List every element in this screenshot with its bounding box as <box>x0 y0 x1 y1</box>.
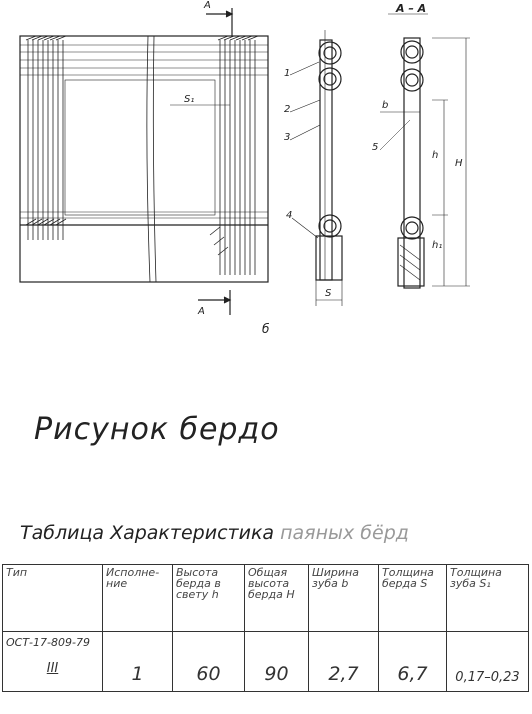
part-3: 3 <box>284 132 291 143</box>
section-mark-bottom: A <box>198 306 205 317</box>
cell-type-standard: ОСТ-17-809-79 <box>6 636 90 649</box>
view-label: б <box>262 322 270 336</box>
characteristics-table: Тип Исполне-ние Высота берда в свету h О… <box>2 564 529 692</box>
label-b: b <box>382 100 389 111</box>
col-header-reed-thickness: Толщина берда S <box>378 564 447 632</box>
right-binding <box>209 35 259 275</box>
label-s1: S₁ <box>184 94 195 105</box>
cell-type-version: III <box>46 661 59 676</box>
cell-tooth-width: 2,7 <box>308 631 379 692</box>
col-header-tooth-width: Ширина зуба b <box>308 564 379 632</box>
col-header-tooth-thickness: Толщина зуба S₁ <box>446 564 529 632</box>
part-4: 4 <box>286 210 293 221</box>
col-header-height-total: Общая высота берда H <box>244 564 309 632</box>
technical-drawing <box>19 8 470 315</box>
table-title: Таблица Характеристика паяных бёрд <box>20 522 409 544</box>
figure-caption: Рисунок бердо <box>34 412 280 447</box>
cell-tooth-thickness: 0,17–0,23 <box>446 631 529 692</box>
label-h: h <box>432 150 439 161</box>
section-mark-top: A <box>204 0 211 11</box>
col-header-execution: Исполне-ние <box>102 564 173 632</box>
col-header-height-clear: Высота берда в свету h <box>172 564 245 632</box>
cell-type: ОСТ-17-809-79 III <box>2 631 103 692</box>
table-row: ОСТ-17-809-79 III 1 60 90 2,7 6,7 0,17–0… <box>2 631 529 692</box>
cell-reed-thickness: 6,7 <box>378 631 447 692</box>
table-header-row: Тип Исполне-ние Высота берда в свету h О… <box>2 564 529 632</box>
col-header-type: Тип <box>2 564 103 632</box>
part-1: 1 <box>284 68 291 79</box>
table-title-main: Таблица Характеристика <box>20 522 275 544</box>
side-view <box>289 30 343 306</box>
left-binding <box>25 35 67 240</box>
section-a-a <box>379 13 470 289</box>
label-s: S <box>325 288 332 299</box>
table-title-faded: паяных бёрд <box>280 522 409 544</box>
reed-frame-outline <box>19 35 269 283</box>
section-title: A – A <box>396 2 427 15</box>
label-H: H <box>455 158 463 169</box>
label-h1: h₁ <box>432 240 443 251</box>
cell-execution: 1 <box>102 631 173 692</box>
part-2: 2 <box>284 104 291 115</box>
part-5: 5 <box>372 142 379 153</box>
cell-height-clear: 60 <box>172 631 245 692</box>
cell-height-total: 90 <box>244 631 309 692</box>
